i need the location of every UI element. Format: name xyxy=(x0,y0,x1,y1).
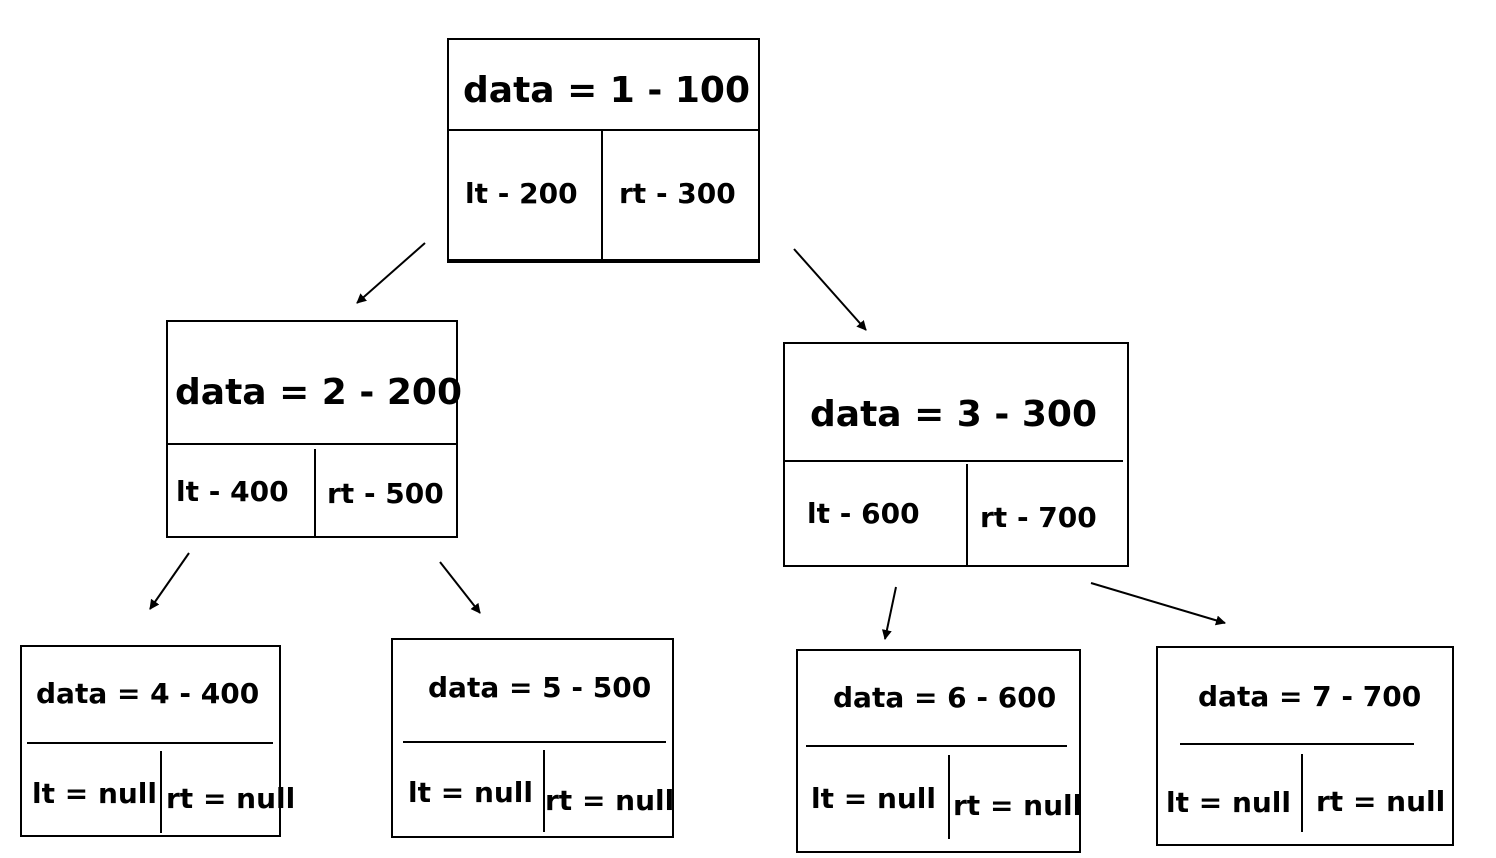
tree-node-2: data = 2 - 200 lt - 400 rt - 500 xyxy=(166,320,462,538)
node-data-label: data = 1 - 100 xyxy=(463,70,750,111)
right-pointer-label: rt = null xyxy=(1316,785,1446,818)
node-data-label: data = 5 - 500 xyxy=(428,671,652,704)
node-data-label: data = 4 - 400 xyxy=(36,677,260,710)
node-divider xyxy=(785,460,1123,462)
node-data-label: data = 3 - 300 xyxy=(810,394,1097,435)
node-divider xyxy=(168,443,456,445)
left-pointer-label: lt = null xyxy=(408,776,534,809)
edge-2-to-5 xyxy=(439,561,481,614)
pointer-divider xyxy=(601,130,603,259)
pointer-divider xyxy=(543,750,545,832)
right-pointer-label: rt - 700 xyxy=(980,501,1097,534)
tree-node-1: data = 1 - 100 lt - 200 rt - 300 xyxy=(447,38,760,263)
edge-1-to-3 xyxy=(793,248,867,331)
left-pointer-label: lt = null xyxy=(1166,786,1292,819)
pointer-divider xyxy=(160,751,162,833)
tree-node-7: data = 7 - 700 lt = null rt = null xyxy=(1156,646,1454,846)
node-divider xyxy=(403,741,666,743)
node-divider xyxy=(806,745,1067,747)
tree-node-6: data = 6 - 600 lt = null rt = null xyxy=(796,649,1083,853)
right-pointer-label: rt = null xyxy=(953,789,1083,822)
edge-1-to-2 xyxy=(356,242,426,304)
left-pointer-label: lt - 200 xyxy=(465,177,578,210)
left-pointer-label: lt - 400 xyxy=(176,475,289,508)
pointer-divider xyxy=(314,449,316,536)
pointer-divider xyxy=(1301,754,1303,832)
node-data-label: data = 2 - 200 xyxy=(175,372,462,413)
right-pointer-label: rt = null xyxy=(545,784,675,817)
edge-3-to-6 xyxy=(881,586,897,640)
node-data-label: data = 7 - 700 xyxy=(1198,680,1422,713)
node-divider xyxy=(1180,743,1414,745)
left-pointer-label: lt - 600 xyxy=(807,497,920,530)
edge-3-to-7 xyxy=(1090,582,1226,626)
edge-2-to-4 xyxy=(149,552,190,610)
left-pointer-label: lt = null xyxy=(32,777,158,810)
tree-node-3: data = 3 - 300 lt - 600 rt - 700 xyxy=(783,342,1129,567)
right-pointer-label: rt = null xyxy=(166,782,296,815)
tree-node-4: data = 4 - 400 lt = null rt = null xyxy=(20,645,295,837)
right-pointer-label: rt - 500 xyxy=(327,477,444,510)
tree-node-5: data = 5 - 500 lt = null rt = null xyxy=(391,638,674,838)
right-pointer-label: rt - 300 xyxy=(619,177,736,210)
pointer-divider xyxy=(948,755,950,839)
node-divider xyxy=(27,742,273,744)
node-data-label: data = 6 - 600 xyxy=(833,681,1057,714)
left-pointer-label: lt = null xyxy=(811,782,937,815)
node-divider xyxy=(449,129,758,131)
pointer-divider xyxy=(966,464,968,565)
